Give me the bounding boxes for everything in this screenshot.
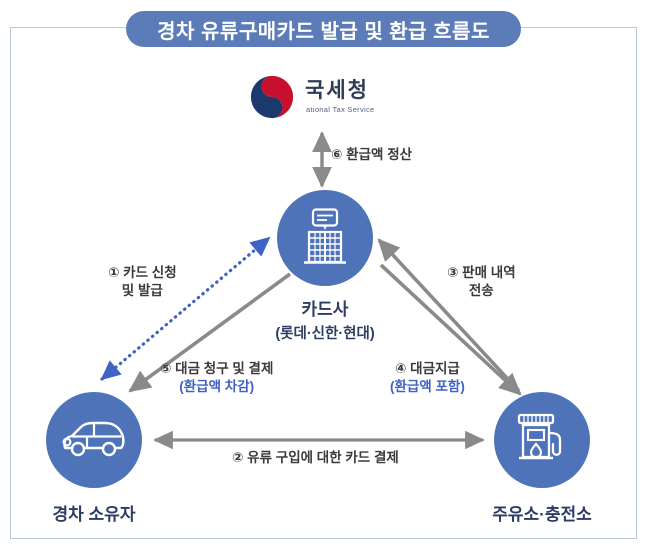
flow-label-3: ③ 판매 내역 전송	[447, 264, 516, 300]
fuel-pump-icon	[517, 413, 562, 460]
flow-label-2-text: ② 유류 구입에 대한 카드 결제	[232, 450, 399, 465]
page-title: 경차 유류구매카드 발급 및 환급 흐름도	[126, 11, 521, 47]
flow-label-1-line2: 및 발급	[121, 283, 163, 299]
node-gas-station-label: 주유소·충전소	[492, 505, 592, 524]
node-card-company-sublabel: (롯데·신한·현대)	[275, 326, 375, 342]
flow-label-3-line2: 전송	[468, 283, 494, 299]
node-card-company-label: 카드사	[301, 300, 349, 319]
flow-label-1: ① 카드 신청 및 발급	[108, 264, 177, 300]
national-tax-service-logo: 국세청 ational Tax Service	[248, 69, 400, 125]
flow-label-6-text: ⑥ 환급액 정산	[331, 147, 413, 162]
arrow-flow-5	[128, 272, 292, 393]
flow-label-5: ⑤ 대금 청구 및 결제 (환급액 차감)	[160, 360, 273, 396]
flow-label-3-line1: ③ 판매 내역	[447, 265, 516, 280]
node-car-owner-label: 경차 소유자	[52, 505, 136, 524]
flow-label-1-line1: ① 카드 신청	[108, 265, 177, 280]
flow-label-2: ② 유류 구입에 대한 카드 결제	[232, 449, 399, 467]
building-card-icon	[304, 208, 346, 264]
node-card-company[interactable]: 카드사 (롯데·신한·현대)	[275, 190, 375, 343]
taegeuk-logo-icon	[250, 75, 294, 119]
node-car-owner[interactable]: 경차 소유자	[44, 392, 144, 525]
arrow-flow-3	[377, 238, 521, 393]
node-gas-station[interactable]: 주유소·충전소	[492, 392, 592, 525]
flow-label-4-sub: (환급액 포함)	[390, 379, 465, 395]
flow-label-4-line1: ④ 대금지급	[394, 361, 460, 376]
node-gas-station-circle	[494, 392, 590, 488]
flow-label-5-sub: (환급액 차감)	[179, 379, 255, 395]
flow-label-4: ④ 대금지급 (환급액 포함)	[390, 360, 465, 396]
node-card-company-circle	[277, 190, 373, 286]
arrow-flow-1	[100, 236, 271, 381]
arrow-flow-4	[379, 263, 522, 396]
compact-car-icon	[62, 421, 125, 457]
node-car-owner-circle	[46, 392, 142, 488]
flow-label-6: ⑥ 환급액 정산	[331, 146, 412, 164]
flow-label-5-line1: ⑤ 대금 청구 및 결제	[160, 361, 274, 376]
nts-name-ko: 국세청	[305, 79, 369, 103]
nts-name-en: ational Tax Service	[306, 104, 375, 114]
